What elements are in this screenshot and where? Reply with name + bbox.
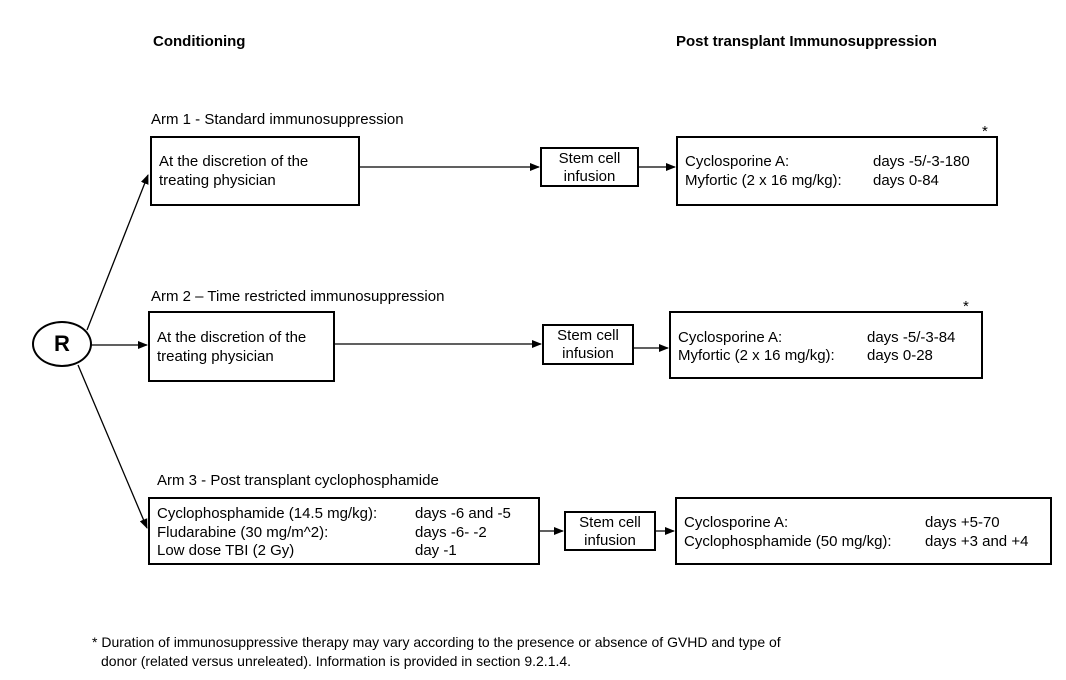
header-conditioning: Conditioning xyxy=(153,33,246,50)
footnote-line1: * Duration of immunosuppressive therapy … xyxy=(92,634,781,650)
arm3-stem-cell-line2: infusion xyxy=(584,532,636,549)
arrow-r-to-arm1 xyxy=(86,174,149,331)
arm2-drug1-days: days -5/-3-84 xyxy=(867,329,956,346)
arm3-stem-cell-line1: Stem cell xyxy=(579,514,641,531)
arm3-drug2-name: Cyclophosphamide (50 mg/kg): xyxy=(684,533,892,550)
arm3-stem-cell-box: Stem cell infusion xyxy=(564,511,656,551)
arm3-title: Arm 3 - Post transplant cyclophosphamide xyxy=(157,472,439,489)
arm1-conditioning-line2: treating physician xyxy=(159,172,276,189)
arm2-drug1-name: Cyclosporine A: xyxy=(678,329,783,346)
arm1-drug2-name: Myfortic (2 x 16 mg/kg): xyxy=(685,172,842,189)
arm2-stem-cell-box: Stem cell infusion xyxy=(542,324,634,365)
arm3-cond2-days: days -6- -2 xyxy=(415,524,487,541)
arm3-cond1-name: Cyclophosphamide (14.5 mg/kg): xyxy=(157,505,378,522)
arm3-conditioning-box: Cyclophosphamide (14.5 mg/kg): days -6 a… xyxy=(148,497,540,565)
arm1-stem-cell-box: Stem cell infusion xyxy=(540,147,639,187)
arm1-stem-cell-line1: Stem cell xyxy=(558,150,621,167)
arm3-cond3-days: day -1 xyxy=(415,542,457,559)
arm1-conditioning-box: At the discretion of the treating physic… xyxy=(150,136,360,206)
arm2-drug2-name: Myfortic (2 x 16 mg/kg): xyxy=(678,347,835,364)
arm2-drug2-days: days 0-28 xyxy=(867,347,933,364)
arm3-drug1-name: Cyclosporine A: xyxy=(684,514,789,531)
randomization-node: R xyxy=(32,321,92,367)
arm1-drug2-days: days 0-84 xyxy=(873,172,939,189)
arm3-immuno-box: Cyclosporine A: days +5-70 Cyclophospham… xyxy=(675,497,1052,565)
arm2-title: Arm 2 – Time restricted immunosuppressio… xyxy=(151,288,445,305)
arm3-cond2-name: Fludarabine (30 mg/m^2): xyxy=(157,524,329,541)
randomization-label: R xyxy=(54,331,70,356)
arm2-conditioning-box: At the discretion of the treating physic… xyxy=(148,311,335,382)
arm2-asterisk: * xyxy=(963,298,969,315)
arm1-asterisk: * xyxy=(982,123,988,140)
arm1-title: Arm 1 - Standard immunosuppression xyxy=(151,111,404,128)
arm2-stem-cell-line1: Stem cell xyxy=(557,327,619,344)
arm1-drug1-name: Cyclosporine A: xyxy=(685,153,790,170)
arrow-r-to-arm3 xyxy=(77,364,148,529)
arm2-conditioning-line2: treating physician xyxy=(157,348,274,365)
arm3-cond3-name: Low dose TBI (2 Gy) xyxy=(157,542,295,559)
arm2-stem-cell-line2: infusion xyxy=(562,345,614,362)
footnote-line2: donor (related versus unreleated). Infor… xyxy=(101,653,572,669)
arm3-drug2-days: days +3 and +4 xyxy=(925,533,1029,550)
arm1-drug1-days: days -5/-3-180 xyxy=(873,153,970,170)
arm3-cond1-days: days -6 and -5 xyxy=(415,505,511,522)
arm1-immuno-box: Cyclosporine A: days -5/-3-180 Myfortic … xyxy=(676,136,998,206)
arm2-immuno-box: Cyclosporine A: days -5/-3-84 Myfortic (… xyxy=(669,311,983,379)
arm3-drug1-days: days +5-70 xyxy=(925,514,1000,531)
arm2-conditioning-line1: At the discretion of the xyxy=(157,329,307,346)
header-post-transplant: Post transplant Immunosuppression xyxy=(676,33,937,50)
arm1-conditioning-line1: At the discretion of the xyxy=(159,153,309,170)
arm1-stem-cell-line2: infusion xyxy=(563,168,616,185)
